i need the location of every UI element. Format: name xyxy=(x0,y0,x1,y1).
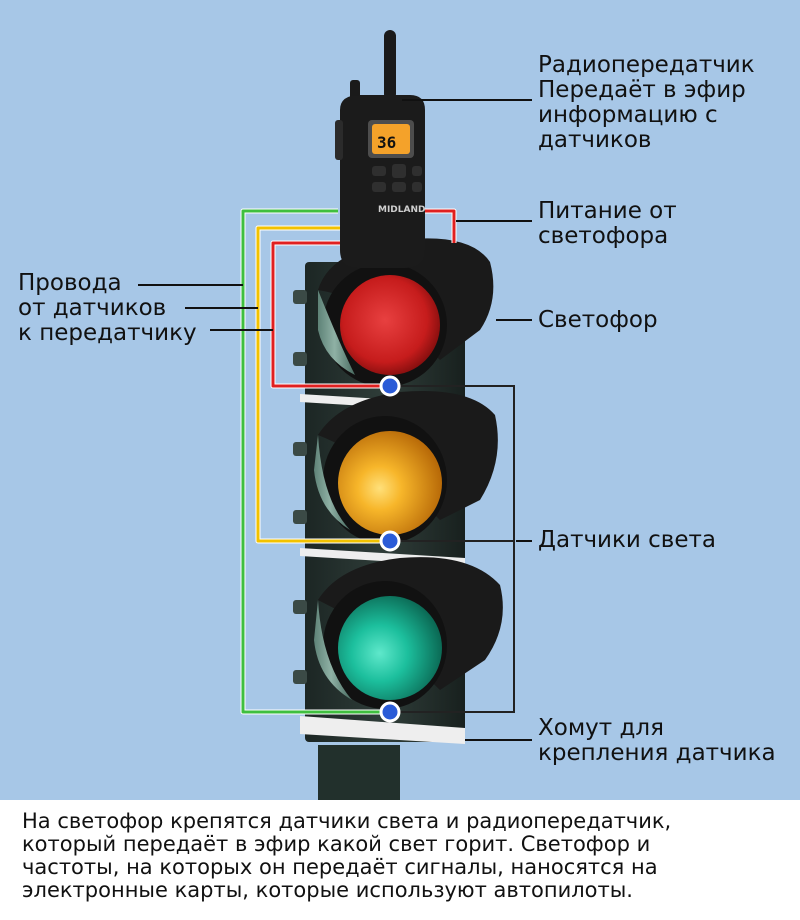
wires-label-line: Провода xyxy=(18,270,122,296)
caption-line: На светофор крепятся датчики света и рад… xyxy=(22,809,672,833)
radio-keypad xyxy=(372,164,422,192)
traffic-light-illustration: 36 MIDLAND xyxy=(138,30,532,800)
label-leader-lines xyxy=(138,99,532,741)
wires-label-line: от датчиков xyxy=(18,295,167,321)
sensor-red xyxy=(379,375,401,397)
clamp-label-line: крепления датчика xyxy=(538,740,776,766)
transmitter-label-line: датчиков xyxy=(538,127,652,153)
red-lamp xyxy=(340,275,440,375)
transmitter-label-line: Радиопередатчик xyxy=(538,52,755,78)
power-label-line: Питание от xyxy=(538,198,677,224)
sensor-yellow xyxy=(379,530,401,552)
diagram-canvas: 36 MIDLAND Радиопередатчик Передаё xyxy=(0,0,800,800)
clamp-label: Хомут для крепления датчика xyxy=(538,716,776,766)
yellow-signal xyxy=(314,390,498,544)
caption-line: который передаёт в эфир какой свет горит… xyxy=(22,832,651,856)
red-signal xyxy=(318,238,494,387)
wires-label: Провода от датчиков к передатчику xyxy=(18,271,197,346)
caption-line: электронные карты, которые используют ав… xyxy=(22,878,633,902)
clamp-label-line: Хомут для xyxy=(538,715,664,741)
sensor-wires xyxy=(240,208,457,715)
power-label: Питание от светофора xyxy=(538,199,677,249)
sensor-bracket-lines xyxy=(398,385,515,713)
yellow-lamp xyxy=(338,431,442,535)
caption: На светофор крепятся датчики света и рад… xyxy=(22,810,792,902)
radio-display-number: 36 xyxy=(377,133,396,152)
light-sensors-label-line: Датчики света xyxy=(538,527,716,553)
green-signal xyxy=(314,557,503,709)
radio-antenna xyxy=(384,30,396,100)
traffic-light-label-line: Светофор xyxy=(538,307,658,333)
power-label-line: светофора xyxy=(538,223,669,249)
radio-transmitter: 36 MIDLAND xyxy=(335,30,425,268)
radio-display xyxy=(372,124,410,154)
transmitter-label-line: Передаёт в эфир xyxy=(538,77,746,103)
transmitter-label-line: информацию с xyxy=(538,102,718,128)
radio-brand: MIDLAND xyxy=(378,205,425,215)
transmitter-label: Радиопередатчик Передаёт в эфир информац… xyxy=(538,53,755,153)
sensor-green xyxy=(379,701,401,723)
green-lamp xyxy=(338,596,442,700)
housing-brackets xyxy=(293,290,307,684)
light-sensors-label: Датчики света xyxy=(538,528,716,553)
traffic-light-label: Светофор xyxy=(538,308,658,333)
light-sensors xyxy=(379,375,401,723)
wires-label-line: к передатчику xyxy=(18,320,197,346)
caption-line: частоты, на которых он передаёт сигналы,… xyxy=(22,855,658,879)
pole xyxy=(318,745,400,800)
